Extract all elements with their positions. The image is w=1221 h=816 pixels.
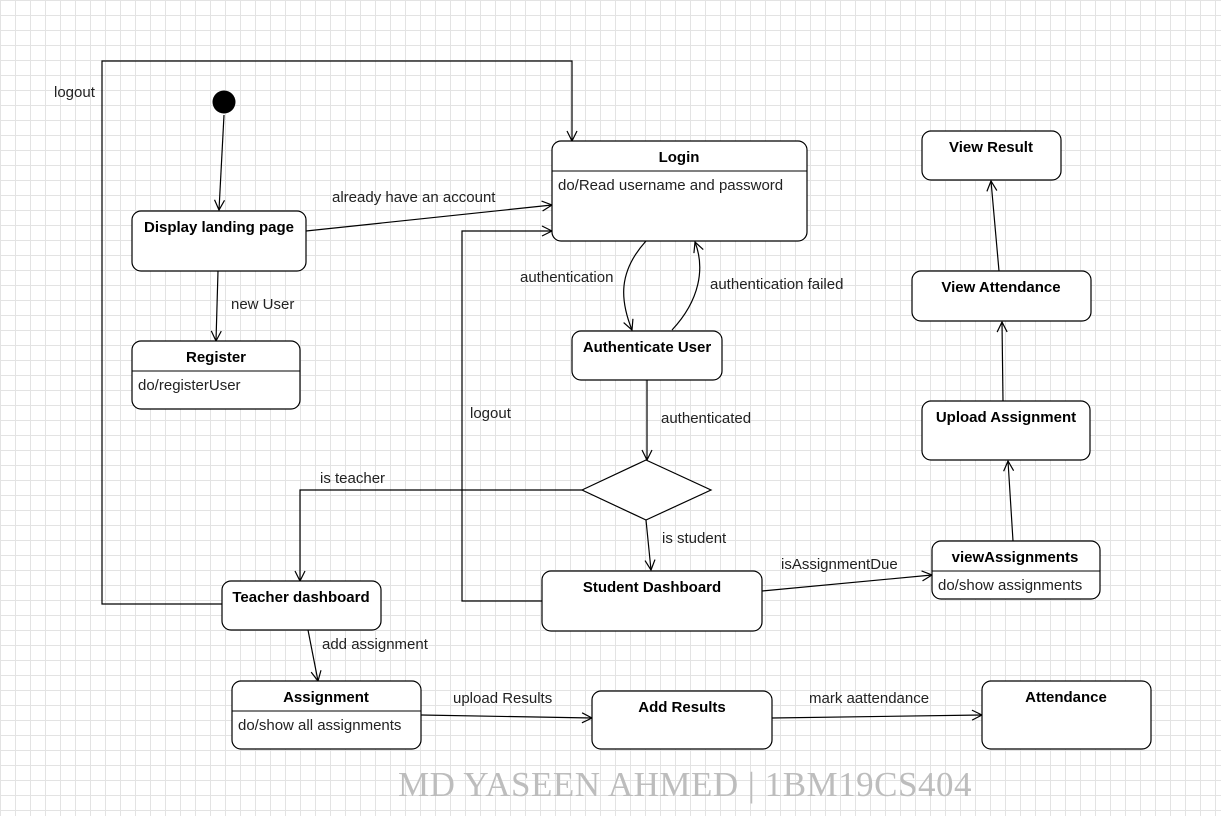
edge-authenticate-failed-to-login [671, 242, 700, 331]
svg-text:do/show all assignments: do/show all assignments [238, 717, 401, 734]
edge-landing-to-register [216, 270, 218, 341]
svg-text:viewAssignments: viewAssignments [952, 549, 1079, 566]
state-view-attendance: View Attendance [911, 270, 1092, 322]
decision-node [580, 459, 713, 521]
state-upload-assignment: Upload Assignment [921, 400, 1091, 461]
svg-text:do/registerUser: do/registerUser [138, 377, 241, 394]
state-view-assignments: viewAssignments do/show assignments [931, 540, 1101, 600]
state-display-landing-page: Display landing page [131, 210, 307, 272]
label-mark-attendance: mark aattendance [809, 690, 929, 707]
edge-addresults-to-attendance [771, 715, 982, 718]
label-upload-results: upload Results [453, 690, 552, 707]
initial-node [212, 90, 236, 114]
label-authenticated: authenticated [661, 410, 751, 427]
state-student-dashboard: Student Dashboard [541, 570, 763, 632]
edge-student-to-viewassignments [761, 575, 932, 592]
svg-text:View Attendance: View Attendance [941, 279, 1060, 296]
svg-text:View Result: View Result [949, 139, 1033, 156]
svg-text:Add Results: Add Results [638, 699, 726, 716]
svg-text:Authenticate User: Authenticate User [583, 339, 712, 356]
edge-viewattendance-to-viewresult [991, 181, 1000, 272]
state-attendance: Attendance [981, 680, 1152, 750]
edge-upload-to-viewattendance [1002, 322, 1003, 402]
watermark: MD YASEEN AHMED | 1BM19CS404 [398, 765, 972, 804]
edge-decision-to-teacher [300, 489, 582, 581]
svg-text:Login: Login [659, 149, 700, 166]
svg-text:do/Read username and password: do/Read username and password [558, 177, 783, 194]
label-logout-student: logout [470, 405, 512, 422]
edge-viewassignments-to-upload [1008, 461, 1013, 542]
state-register: Register do/registerUser [131, 340, 301, 410]
state-teacher-dashboard: Teacher dashboard [221, 580, 382, 631]
state-view-result: View Result [921, 130, 1062, 181]
edge-initial-to-landing [219, 114, 224, 210]
svg-text:Attendance: Attendance [1025, 689, 1107, 706]
state-add-results: Add Results [591, 690, 773, 750]
label-is-student: is student [662, 530, 727, 547]
state-login: Login do/Read username and password [551, 140, 808, 242]
label-new-user: new User [231, 296, 294, 313]
svg-text:Upload Assignment: Upload Assignment [936, 409, 1076, 426]
label-authentication: authentication [520, 269, 613, 286]
svg-text:Display landing page: Display landing page [144, 219, 294, 236]
edge-student-logout-to-login [461, 231, 552, 602]
edge-landing-to-login [305, 205, 552, 232]
svg-text:do/show assignments: do/show assignments [938, 577, 1082, 594]
edge-teacher-to-assignment [307, 629, 318, 681]
svg-text:Teacher dashboard: Teacher dashboard [232, 589, 369, 606]
label-authentication-failed: authentication failed [710, 276, 843, 293]
label-add-assignment: add assignment [322, 636, 429, 653]
edge-login-to-authenticate [623, 240, 647, 330]
state-authenticate-user: Authenticate User [571, 330, 723, 381]
svg-text:Register: Register [186, 349, 246, 366]
label-logout-top: logout [54, 84, 96, 101]
edge-teacher-logout-to-login [101, 60, 572, 605]
svg-text:Assignment: Assignment [283, 689, 369, 706]
svg-text:Student Dashboard: Student Dashboard [583, 579, 721, 596]
edge-assignment-to-addresults [420, 715, 592, 718]
state-assignment: Assignment do/show all assignments [231, 680, 422, 750]
label-is-assignment-due: isAssignmentDue [781, 556, 898, 573]
label-already-have-account: already have an account [332, 189, 496, 206]
edge-decision-to-student [646, 519, 651, 570]
label-is-teacher: is teacher [320, 470, 385, 487]
